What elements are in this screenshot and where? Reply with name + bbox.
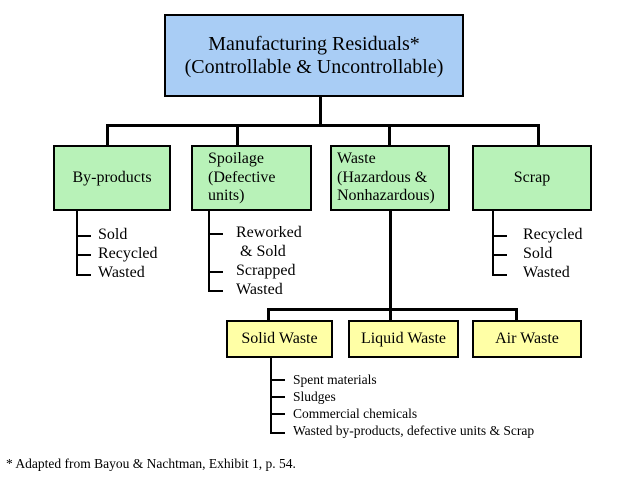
tick bbox=[270, 396, 285, 398]
list-item: Wasted bbox=[98, 264, 145, 281]
liquid-waste-node: Liquid Waste bbox=[348, 320, 459, 358]
tick bbox=[270, 432, 285, 434]
list-item: Wasted by-products, defective units & Sc… bbox=[293, 423, 535, 438]
waste-node: Waste (Hazardous & Nonhazardous) bbox=[330, 145, 450, 211]
tick bbox=[208, 290, 223, 292]
list-item: & Sold bbox=[236, 243, 286, 260]
spoilage-node: Spoilage (Defective units) bbox=[191, 145, 312, 211]
air-connector bbox=[515, 308, 518, 321]
byproducts-label: By-products bbox=[72, 168, 152, 186]
byproducts-list-line bbox=[76, 210, 78, 276]
scrap-connector bbox=[537, 124, 540, 146]
air-waste-label: Air Waste bbox=[495, 329, 559, 347]
tick bbox=[76, 254, 91, 256]
waste-type-bus bbox=[267, 308, 518, 311]
root-subtitle: (Controllable & Uncontrollable) bbox=[184, 55, 444, 78]
scrap-node: Scrap bbox=[472, 145, 592, 211]
solid-connector bbox=[267, 308, 270, 321]
byproducts-node: By-products bbox=[53, 145, 171, 211]
liquid-connector bbox=[389, 308, 392, 321]
air-waste-node: Air Waste bbox=[472, 320, 582, 358]
list-item: Sludges bbox=[293, 389, 336, 404]
tick bbox=[76, 235, 91, 237]
list-item: Sold bbox=[98, 226, 128, 243]
list-item: Reworked bbox=[236, 224, 302, 241]
list-item: Recycled bbox=[98, 245, 158, 262]
tick bbox=[270, 413, 285, 415]
root-title: Manufacturing Residuals* bbox=[208, 32, 420, 55]
list-item: Spent materials bbox=[293, 372, 377, 387]
tick bbox=[492, 254, 507, 256]
byproducts-connector bbox=[106, 124, 109, 146]
tick bbox=[208, 233, 223, 235]
tick bbox=[208, 271, 223, 273]
list-item: Commercial chemicals bbox=[293, 406, 418, 421]
list-item: Sold bbox=[523, 245, 553, 262]
list-item: Scrapped bbox=[236, 262, 296, 279]
footnote: * Adapted from Bayou & Nachtman, Exhibit… bbox=[6, 456, 296, 471]
tick bbox=[76, 274, 91, 276]
waste-connector bbox=[388, 124, 391, 146]
list-item: Recycled bbox=[523, 226, 583, 243]
waste-down-connector bbox=[389, 210, 392, 310]
category-bus bbox=[106, 124, 540, 127]
solid-waste-label: Solid Waste bbox=[241, 329, 318, 347]
tick bbox=[492, 235, 507, 237]
liquid-waste-label: Liquid Waste bbox=[360, 329, 447, 347]
tick bbox=[492, 274, 507, 276]
solid-waste-node: Solid Waste bbox=[226, 320, 333, 358]
root-node: Manufacturing Residuals* (Controllable &… bbox=[164, 14, 464, 97]
scrap-list-line bbox=[492, 210, 494, 276]
tick bbox=[270, 379, 285, 381]
waste-label: Waste (Hazardous & Nonhazardous) bbox=[337, 150, 435, 205]
scrap-label: Scrap bbox=[513, 168, 551, 186]
root-connector bbox=[319, 96, 322, 126]
spoilage-label: Spoilage (Defective units) bbox=[208, 150, 276, 205]
list-item: Wasted bbox=[236, 281, 283, 298]
list-item: Wasted bbox=[523, 264, 570, 281]
spoilage-connector bbox=[236, 124, 239, 146]
spoilage-list-line bbox=[208, 210, 210, 292]
